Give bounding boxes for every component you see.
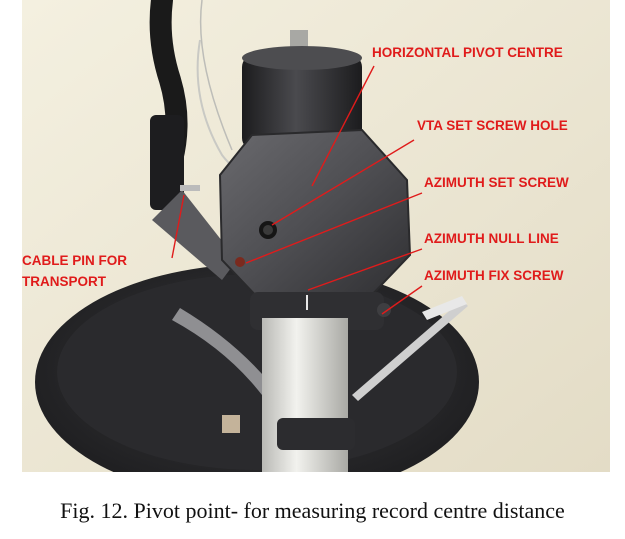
photo-figure: HORIZONTAL PIVOT CENTRE VTA SET SCREW HO… xyxy=(22,0,610,472)
azimuth-set-screw xyxy=(235,257,245,267)
azimuth-fix-screw xyxy=(377,303,391,317)
label-cable-pin-line1: CABLE PIN FOR xyxy=(22,253,127,268)
label-vta-set-screw-hole: VTA SET SCREW HOLE xyxy=(417,118,568,133)
cable-pin-holder xyxy=(150,115,184,210)
figure-caption: Fig. 12. Pivot point- for measuring reco… xyxy=(60,498,565,523)
pivot-block xyxy=(220,130,410,302)
tonearm-photo: HORIZONTAL PIVOT CENTRE VTA SET SCREW HO… xyxy=(22,0,610,472)
label-azimuth-fix-screw: AZIMUTH FIX SCREW xyxy=(424,268,564,283)
label-azimuth-null-line: AZIMUTH NULL LINE xyxy=(424,231,559,246)
counterweight xyxy=(242,55,362,150)
label-horizontal-pivot-centre: HORIZONTAL PIVOT CENTRE xyxy=(372,45,563,60)
label-azimuth-set-screw: AZIMUTH SET SCREW xyxy=(424,175,569,190)
label-cable-pin-line2: TRANSPORT xyxy=(22,274,107,289)
